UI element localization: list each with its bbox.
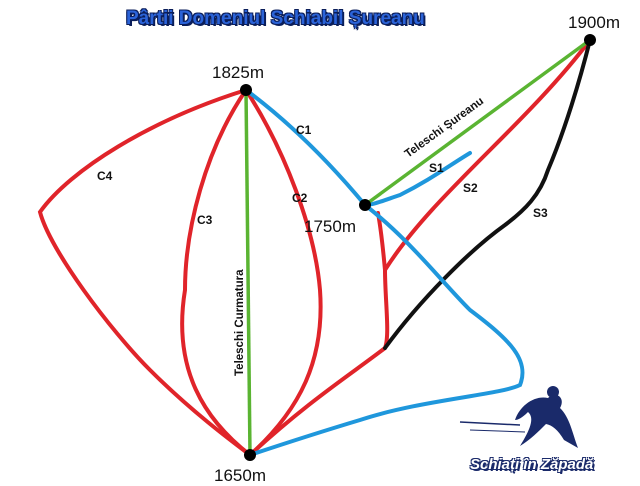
- slope-s1: [363, 151, 472, 207]
- label-c1: C1: [296, 123, 312, 137]
- altitude-1750: 1750m: [304, 217, 356, 236]
- slope-c1: [244, 88, 367, 207]
- slope-s3: [383, 38, 592, 350]
- slope-s2: [248, 38, 592, 457]
- altitude-1650: 1650m: [214, 466, 266, 485]
- lift-label-curmatura: Teleschi Curmatura: [234, 269, 246, 376]
- altitude-1900: 1900m: [568, 13, 620, 32]
- lift-sureanu: [363, 38, 592, 207]
- slope-c2: [244, 88, 323, 457]
- label-s3: S3: [533, 206, 548, 220]
- label-c4: C4: [97, 169, 113, 183]
- lift-label-sureanu: Teleschi Șureanu: [403, 95, 486, 160]
- station-1900: [584, 34, 596, 46]
- skier-logo-icon: [459, 386, 578, 448]
- slope-c3: [180, 88, 252, 457]
- label-s1: S1: [429, 161, 444, 175]
- label-c2: C2: [292, 191, 308, 205]
- brand-logo-text: Schiați în Zăpadă: [470, 456, 594, 473]
- label-c3: C3: [197, 213, 213, 227]
- altitude-1825: 1825m: [212, 63, 264, 82]
- label-s2: S2: [463, 181, 478, 195]
- station-1825: [240, 84, 252, 96]
- slope-blue-run: [248, 203, 525, 457]
- lift-curmatura: [244, 89, 252, 456]
- slope-c4: [37, 88, 252, 457]
- map-title: Pârtii Domeniul Schiabil Șureanu: [126, 8, 425, 29]
- station-1750: [359, 199, 371, 211]
- station-1650: [244, 449, 256, 461]
